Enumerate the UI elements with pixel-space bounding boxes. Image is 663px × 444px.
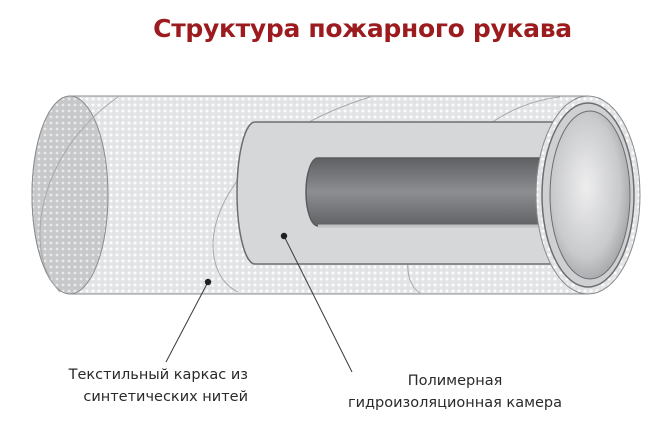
- pointer-dot-chamber: [280, 232, 288, 240]
- polymer-chamber-layer: [236, 121, 561, 265]
- label-chamber-line1: Полимерная: [407, 373, 503, 389]
- label-chamber-line2: гидроизоляционная камера: [347, 395, 563, 411]
- label-polymer-chamber: Полимерная гидроизоляционная камера: [330, 370, 580, 414]
- diagram-title: Структура пожарного рукава: [153, 14, 572, 43]
- leader-chamber: [280, 232, 353, 373]
- label-textile-frame: Текстильный каркас из синтетических ните…: [28, 364, 248, 408]
- hose-opening: [535, 95, 641, 295]
- label-textile-line1: Текстильный каркас из: [68, 367, 248, 383]
- leader-textile: [165, 278, 212, 363]
- label-textile-line2: синтетических нитей: [83, 389, 248, 405]
- pointer-dot-textile: [204, 278, 212, 286]
